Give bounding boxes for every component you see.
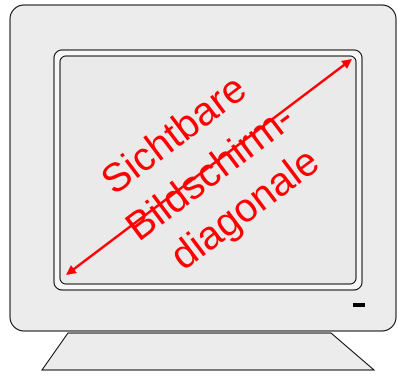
monitor-stand bbox=[41, 332, 376, 371]
power-indicator-icon bbox=[353, 303, 365, 307]
double-headed-arrow-icon bbox=[66, 58, 352, 276]
